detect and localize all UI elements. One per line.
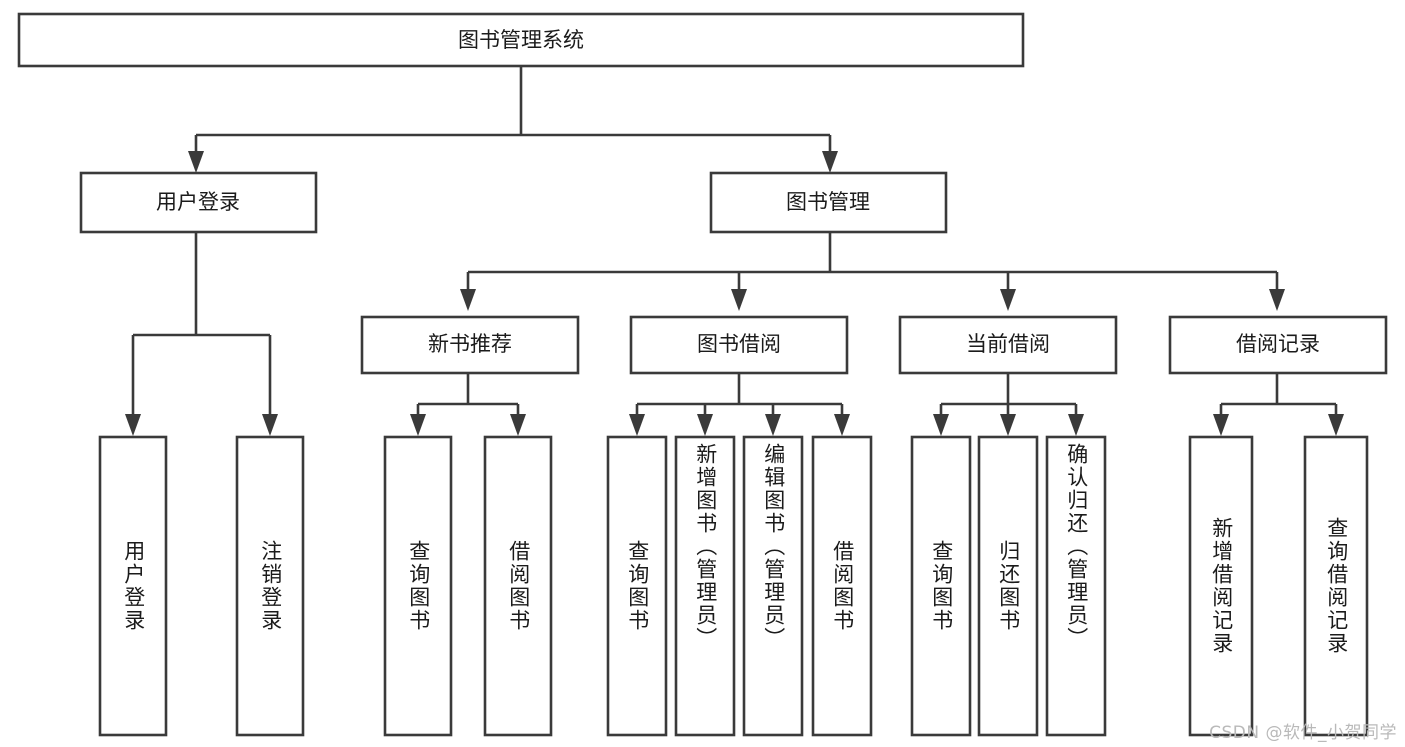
node-book-manage-label: 图书管理 (786, 190, 870, 214)
node-root-box[interactable] (17, 12, 1025, 68)
leaf-box-edit-book[interactable] (742, 435, 804, 737)
connectors (125, 66, 1344, 436)
node-new-book-recommend-label: 新书推荐 (428, 332, 512, 356)
arrow-icon (1068, 414, 1084, 436)
arrow-icon (629, 414, 645, 436)
arrow-icon (1000, 289, 1016, 311)
node-borrow-record-label: 借阅记录 (1236, 332, 1320, 356)
node-user-login[interactable]: 用户登录 (79, 171, 318, 234)
leaf-boxes (98, 435, 1369, 737)
node-root-label: 图书管理系统 (458, 28, 584, 52)
leaf-box-logout[interactable] (235, 435, 305, 737)
leaf-box-query-book-1[interactable] (383, 435, 453, 737)
arrow-icon (933, 414, 949, 436)
arrow-icon (822, 151, 838, 173)
arrow-icon (765, 414, 781, 436)
node-book-manage[interactable]: 图书管理 (709, 171, 948, 234)
node-user-login-label: 用户登录 (156, 190, 240, 214)
node-book-borrow-label: 图书借阅 (697, 332, 781, 356)
node-book-manage-box[interactable] (709, 171, 948, 234)
node-current-borrow[interactable]: 当前借阅 (898, 315, 1118, 375)
arrow-icon (125, 414, 141, 436)
leaf-box-add-book[interactable] (674, 435, 736, 737)
arrow-icon (460, 289, 476, 311)
arrow-icon (1000, 414, 1016, 436)
leaf-box-query-book-2[interactable] (606, 435, 668, 737)
arrow-icon (1328, 414, 1344, 436)
node-current-borrow-label: 当前借阅 (966, 332, 1050, 356)
arrow-icon (262, 414, 278, 436)
leaf-box-add-record[interactable] (1188, 435, 1254, 737)
arrow-icon (1213, 414, 1229, 436)
node-current-borrow-box[interactable] (898, 315, 1118, 375)
leaf-box-confirm-return[interactable] (1045, 435, 1107, 737)
arrow-icon (697, 414, 713, 436)
leaf-box-query-book-3[interactable] (910, 435, 972, 737)
arrow-icon (834, 414, 850, 436)
node-root[interactable]: 图书管理系统 (17, 12, 1025, 68)
leaf-box-query-record[interactable] (1303, 435, 1369, 737)
arrow-icon (1269, 289, 1285, 311)
leaf-box-user-login[interactable] (98, 435, 168, 737)
leaf-box-return-book[interactable] (977, 435, 1039, 737)
node-new-book-recommend-box[interactable] (360, 315, 580, 375)
node-borrow-record[interactable]: 借阅记录 (1168, 315, 1388, 375)
node-user-login-box[interactable] (79, 171, 318, 234)
node-book-borrow[interactable]: 图书借阅 (629, 315, 849, 375)
leaf-box-borrow-book-1[interactable] (483, 435, 553, 737)
watermark: CSDN @软件_小贺同学 (1209, 723, 1397, 743)
leaf-box-borrow-book-2[interactable] (811, 435, 873, 737)
arrow-icon (510, 414, 526, 436)
arrow-icon (188, 151, 204, 173)
arrow-icon (410, 414, 426, 436)
node-book-borrow-box[interactable] (629, 315, 849, 375)
node-new-book-recommend[interactable]: 新书推荐 (360, 315, 580, 375)
node-borrow-record-box[interactable] (1168, 315, 1388, 375)
arrow-icon (731, 289, 747, 311)
